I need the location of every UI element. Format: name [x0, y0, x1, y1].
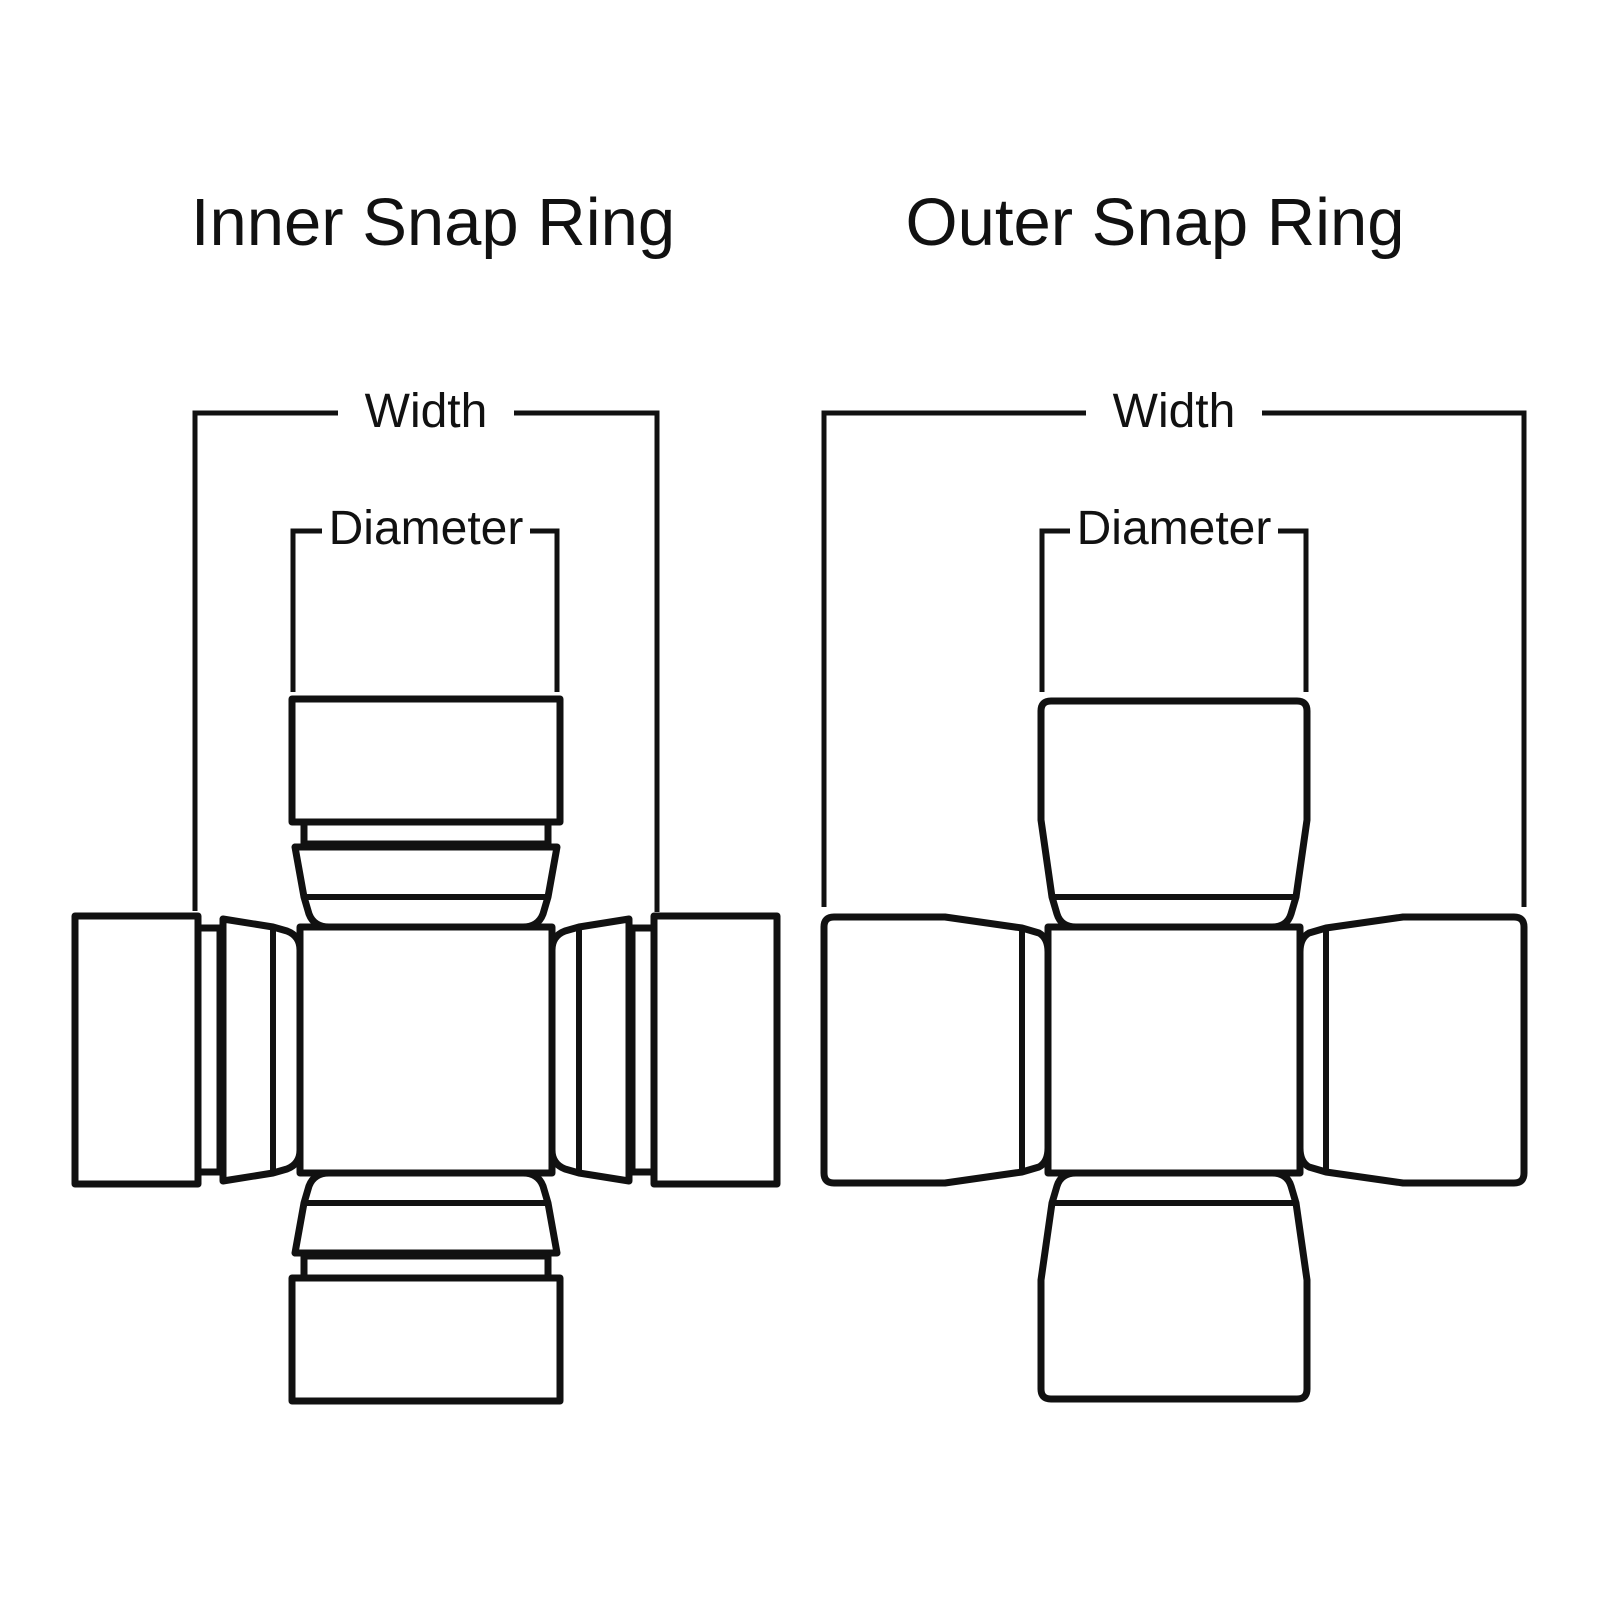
outer-snap-ring-diagram: Outer Snap Ring Width Diamet [820, 185, 1528, 1403]
left-bearing-cap-outer [820, 913, 1052, 1187]
inner-width-dimension: Width [192, 385, 660, 912]
right-seal-inner [548, 915, 633, 1185]
outer-width-bracket-lines [821, 410, 1527, 907]
right-bearing-cap-outer [1296, 913, 1528, 1187]
left-bearing-cap-inner [71, 912, 202, 1188]
bottom-seal-inner [291, 1169, 561, 1257]
inner-diameter-dimension: Diameter [290, 502, 560, 692]
inner-snap-ring-title: Inner Snap Ring [191, 185, 675, 260]
cross-body-outer [1044, 923, 1304, 1177]
inner-snap-ring-diagram: Inner Snap Ring [71, 185, 781, 1405]
outer-snap-ring-title: Outer Snap Ring [905, 185, 1404, 260]
outer-u-joint-cross-drawing [820, 697, 1528, 1403]
cross-body-inner [296, 923, 556, 1177]
outer-diameter-label: Diameter [1077, 502, 1272, 555]
top-seal-inner [291, 843, 561, 931]
inner-diameter-label: Diameter [329, 502, 524, 555]
outer-width-dimension: Width [821, 385, 1527, 907]
bottom-bearing-cap-inner [288, 1274, 564, 1405]
left-seal-inner [219, 915, 304, 1185]
inner-width-label: Width [365, 385, 488, 438]
inner-diameter-bracket-lines [290, 528, 560, 692]
inner-width-bracket-lines [192, 410, 660, 912]
right-bearing-cap-inner [650, 912, 781, 1188]
top-bearing-cap-inner [288, 695, 564, 826]
top-bearing-cap-outer [1037, 697, 1311, 931]
outer-diameter-dimension: Diameter [1039, 502, 1309, 692]
outer-width-label: Width [1113, 385, 1236, 438]
outer-diameter-bracket-lines [1039, 528, 1309, 692]
bottom-bearing-cap-outer [1037, 1169, 1311, 1403]
inner-u-joint-cross-drawing [71, 695, 781, 1405]
